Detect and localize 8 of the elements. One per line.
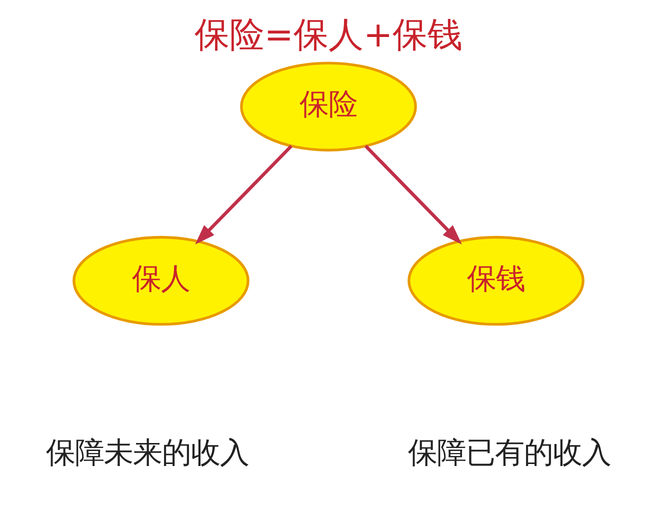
arrow	[195, 144, 293, 245]
node-label: 保障未来的收入	[46, 436, 250, 470]
arrow	[364, 144, 462, 245]
diagram-title: 保险=保人+保钱	[194, 16, 463, 56]
node-ellipse: 保险	[240, 62, 417, 152]
node-label: 保障已有的收入	[408, 436, 611, 470]
node-ellipse: 保人	[72, 236, 250, 326]
node-ellipse: 保钱	[408, 236, 584, 326]
